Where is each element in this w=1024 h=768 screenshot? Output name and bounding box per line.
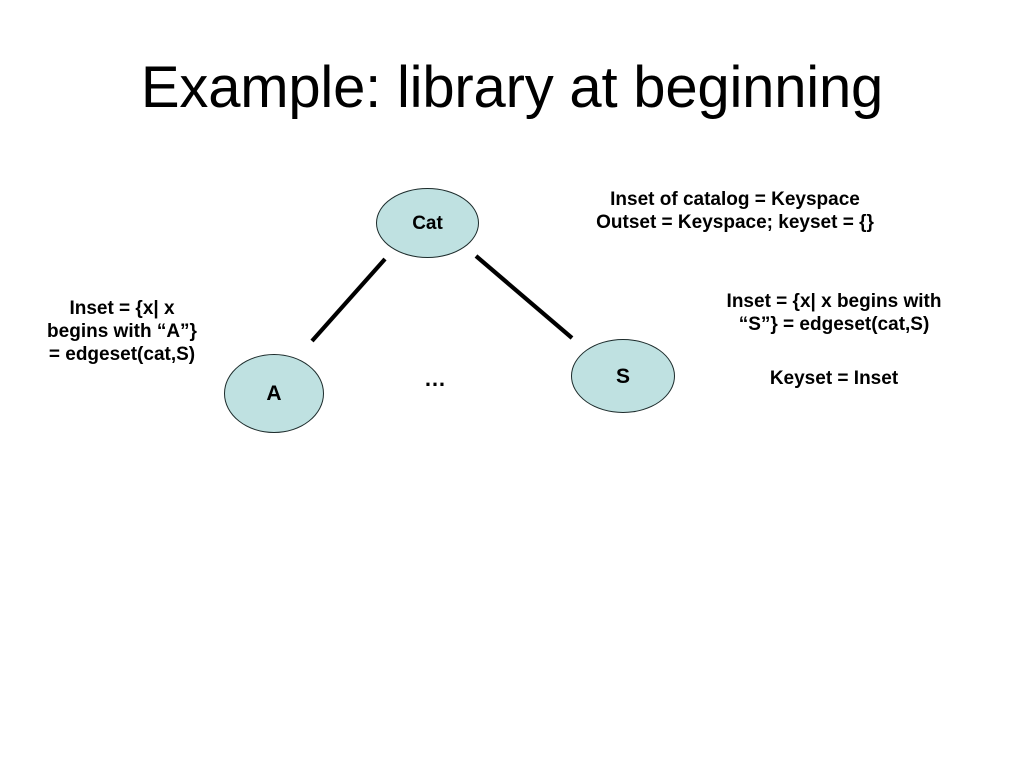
node-a-label: A (266, 382, 282, 405)
node-a[interactable]: A (224, 354, 324, 433)
ellipsis-more-nodes: … (424, 366, 447, 391)
annotation-right-node: Inset = {x| x begins with “S”} = edgeset… (726, 291, 942, 336)
annotation-right-keyset: Keyset = Inset (769, 368, 899, 389)
annotation-catalog: Inset of catalog = Keyspace Outset = Key… (596, 189, 874, 234)
node-s[interactable]: S (571, 339, 675, 413)
annotation-left-node: Inset = {x| x begins with “A”} = edgeset… (47, 298, 197, 366)
edge-cat-s (474, 254, 574, 340)
node-cat[interactable]: Cat (376, 188, 479, 258)
edge-cat-a (310, 257, 387, 343)
node-s-label: S (615, 364, 630, 388)
node-cat-label: Cat (412, 212, 443, 234)
page-title: Example: library at beginning (140, 55, 884, 120)
